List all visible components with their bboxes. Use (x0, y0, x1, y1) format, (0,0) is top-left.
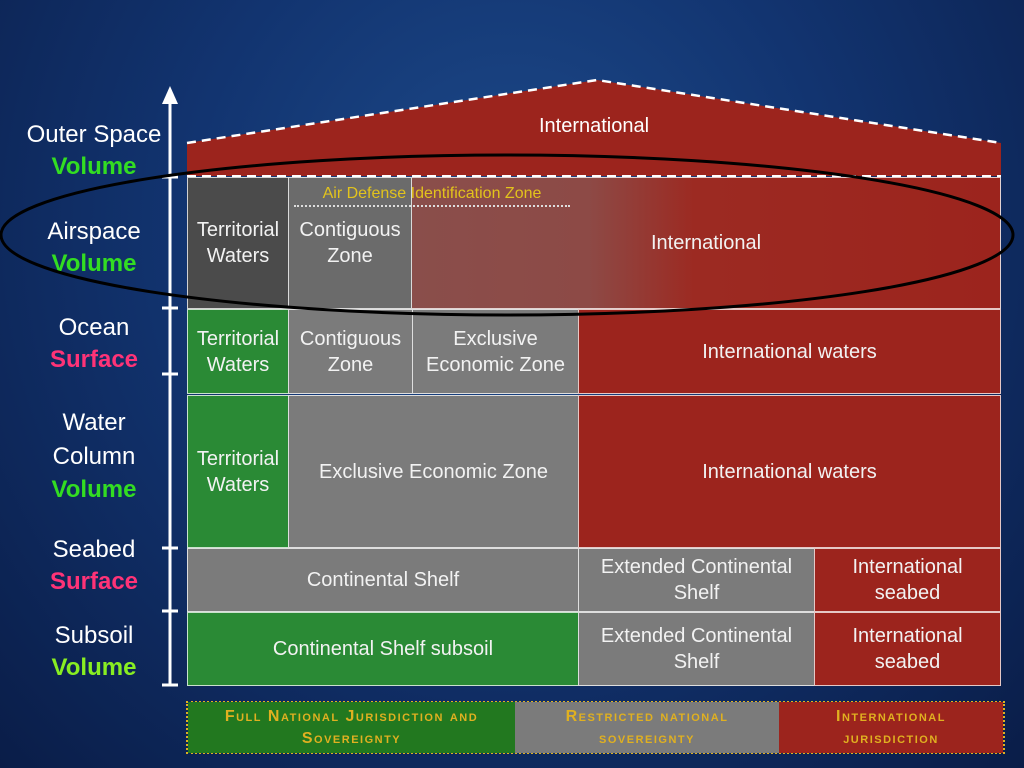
cell-label: Continental Shelf (306, 569, 460, 591)
layer-kind: Surface (49, 346, 139, 373)
layer-name: Outer Space (26, 121, 162, 148)
legend-restricted: Restricted national sovereignty (515, 702, 779, 753)
cell-label: International seabed (852, 556, 963, 604)
cell-label: International waters (702, 340, 877, 363)
legend-full-national: Full National Jurisdiction and Sovereign… (188, 702, 515, 753)
cell-label: Contiguous Zone (299, 219, 401, 267)
water-territorial: Territorial Waters (187, 395, 289, 548)
seabed-international: International seabed (814, 548, 1001, 612)
ocean-eez: Exclusive Economic Zone (412, 309, 579, 394)
outer-space-region (187, 80, 1001, 176)
water-eez: Exclusive Economic Zone (288, 395, 579, 548)
layer-name: Water Column (52, 409, 136, 470)
cell-label: Contiguous Zone (299, 327, 402, 376)
legend-label: Full National Jurisdiction and Sovereign… (224, 707, 479, 747)
layer-kind: Volume (51, 654, 137, 681)
water-international: International waters (578, 395, 1001, 548)
layer-name: Seabed (52, 536, 136, 563)
cell-label: Extended Continental Shelf (600, 625, 793, 673)
layer-name: Ocean (58, 314, 130, 341)
cell-label: Extended Continental Shelf (600, 556, 793, 604)
cell-label: Territorial Waters (196, 447, 280, 496)
arrow-head-icon (162, 86, 178, 104)
cell-label: Exclusive Economic Zone (426, 327, 565, 376)
airspace-territorial: Territorial Waters (187, 177, 289, 309)
cell-label: International seabed (852, 625, 963, 673)
legend-label: Restricted national sovereignty (565, 707, 729, 747)
subsoil-shelf: Continental Shelf subsoil (187, 612, 579, 686)
ocean-territorial: Territorial Waters (187, 309, 289, 394)
ocean-international: International waters (578, 309, 1001, 394)
cell-label: Exclusive Economic Zone (319, 460, 548, 483)
adiz-label: Air Defense Identification Zone (294, 185, 570, 207)
seabed-shelf: Continental Shelf (187, 548, 579, 612)
cell-label: International waters (702, 460, 877, 483)
legend-label: International jurisdiction (836, 707, 946, 747)
cell-label: Territorial Waters (196, 219, 280, 267)
subsoil-international: International seabed (814, 612, 1001, 686)
subsoil-extended: Extended Continental Shelf (578, 612, 815, 686)
layer-kind: Surface (49, 568, 139, 595)
cell-label: Continental Shelf subsoil (272, 638, 494, 660)
cell-label: International (650, 232, 762, 254)
ocean-contiguous: Contiguous Zone (288, 309, 413, 394)
legend-international: International jurisdiction (779, 702, 1003, 753)
layer-name: Subsoil (54, 622, 134, 649)
seabed-extended: Extended Continental Shelf (578, 548, 815, 612)
layer-kind: Volume (51, 476, 137, 503)
cell-label: Territorial Waters (196, 327, 280, 376)
outer-space-label: International (538, 115, 650, 137)
